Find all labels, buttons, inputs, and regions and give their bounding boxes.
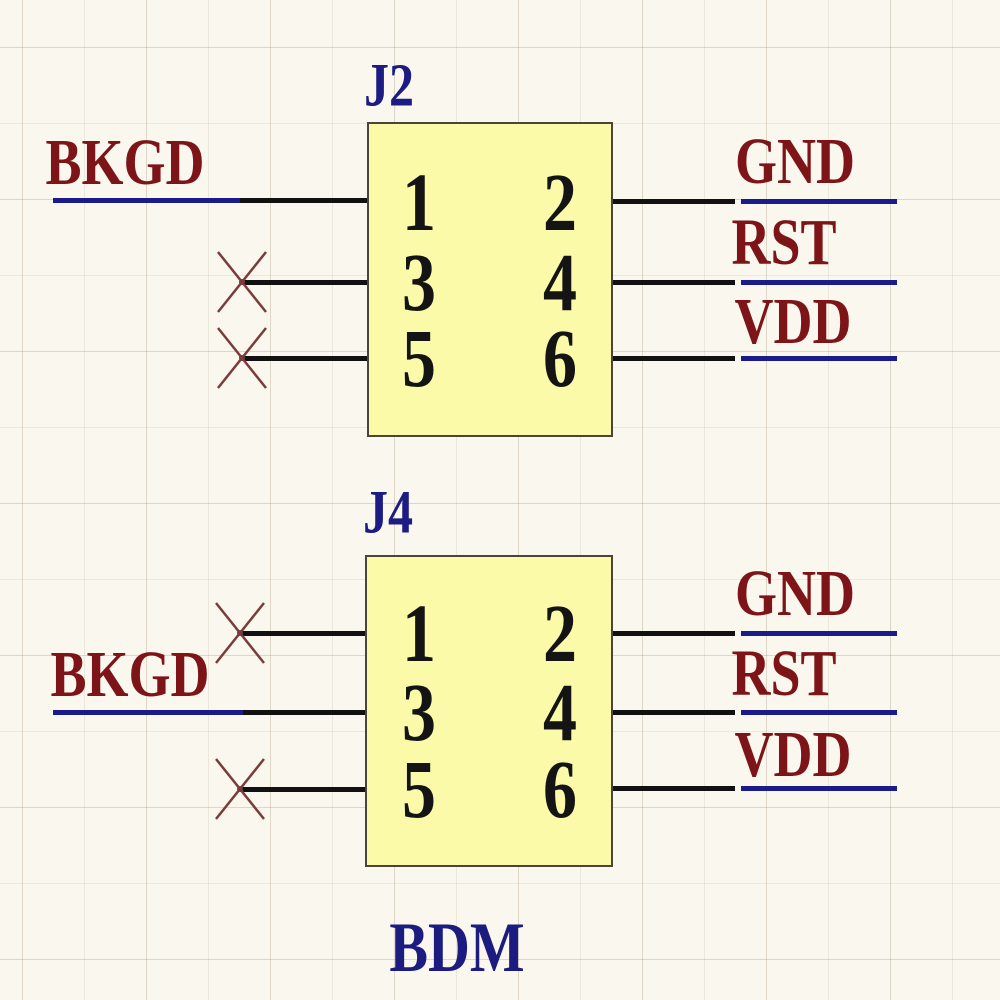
component-designator: J4 <box>363 477 413 547</box>
net-wire-bkgd <box>53 198 240 203</box>
pin-stub <box>240 787 365 792</box>
net-label-vdd: VDD <box>734 717 852 791</box>
no-connect-icon <box>217 327 267 389</box>
net-wire-bkgd <box>53 710 243 715</box>
connector-body <box>365 555 613 867</box>
pin-stub <box>613 356 735 361</box>
pin-stub <box>243 710 365 715</box>
pin-stub <box>242 280 367 285</box>
no-connect-icon <box>215 758 265 820</box>
pin-stub <box>613 631 735 636</box>
net-label-rst: RST <box>731 636 837 710</box>
pin-stub <box>613 786 735 791</box>
pin-stub <box>242 631 365 636</box>
pin-stub <box>613 280 735 285</box>
pin-stub <box>613 710 735 715</box>
net-wire-gnd <box>741 199 897 204</box>
pin-stub <box>240 198 367 203</box>
net-wire-rst <box>741 710 897 715</box>
component-designator: J2 <box>364 50 414 120</box>
net-wire-vdd <box>741 356 897 361</box>
net-label-gnd: GND <box>735 124 855 198</box>
no-connect-icon <box>217 251 267 313</box>
net-label-bkgd: BKGD <box>50 637 210 711</box>
schematic-caption: BDM <box>389 907 525 988</box>
connector-body <box>367 122 613 437</box>
pin-stub <box>242 356 367 361</box>
net-label-bkgd: BKGD <box>45 125 205 199</box>
net-wire-gnd <box>741 631 897 636</box>
net-label-vdd: VDD <box>734 284 852 358</box>
net-wire-rst <box>741 280 897 285</box>
net-wire-vdd <box>741 786 897 791</box>
no-connect-icon <box>215 602 265 664</box>
net-label-gnd: GND <box>735 556 855 630</box>
net-label-rst: RST <box>731 205 837 279</box>
pin-stub <box>613 199 735 204</box>
